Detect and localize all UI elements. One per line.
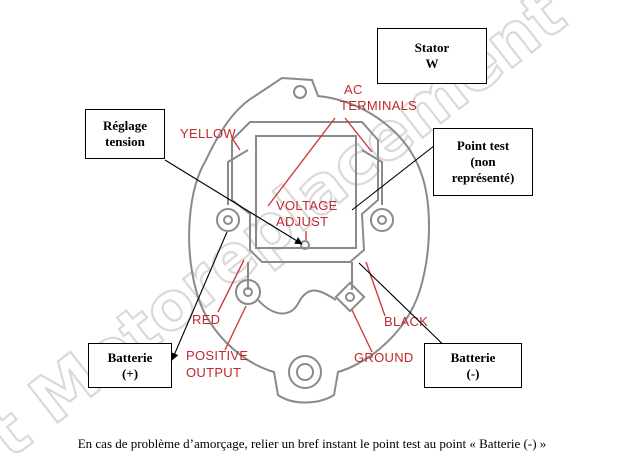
label-voltage-adjust-line2: ADJUST [276, 214, 328, 229]
point-test-box-line1: Point test [456, 138, 510, 153]
label-ground: GROUND [354, 350, 414, 365]
batterie-plus-line2: (+) [121, 365, 139, 381]
reglage-tension-box: Réglage tension [85, 109, 165, 159]
label-red: RED [192, 312, 220, 327]
arrow-ground-to-battery-minus [358, 262, 457, 358]
pointer-arrows [164, 134, 457, 361]
label-ac-terminals-line2: TERMINALS [340, 98, 417, 113]
label-leader-lines [217, 117, 386, 353]
batterie-minus-line1: Batterie [450, 349, 496, 365]
instruction-caption: En cas de problème d’amorçage, relier un… [77, 436, 547, 451]
arrow-positive-to-battery-plus [171, 231, 228, 361]
stator-box-line1: Stator [414, 40, 450, 55]
reglage-box-line2: tension [105, 134, 145, 149]
point-test-box-line2: (non [470, 154, 496, 169]
batterie-plus-line1: Batterie [107, 349, 153, 365]
point-test-box-line3: représenté) [451, 170, 515, 185]
alternator-body [188, 76, 430, 404]
stator-w-box: Stator W [377, 28, 487, 84]
batterie-minus-line2: (-) [466, 365, 480, 381]
label-ac-terminals-line1: AC [344, 82, 363, 97]
arrow-reglage-to-adjust [164, 159, 303, 245]
label-voltage-adjust-line1: VOLTAGE [276, 198, 338, 213]
batterie-minus-box: Batterie (-) [424, 343, 522, 388]
watermark-text: t Motoreplacement [0, 0, 581, 466]
arrow-to-point-test [351, 134, 449, 211]
label-black: BLACK [384, 314, 428, 329]
batterie-plus-box: Batterie (+) [88, 343, 172, 388]
stator-box-line2: W [425, 56, 439, 71]
label-yellow: YELLOW [180, 126, 236, 141]
label-positive-output-line1: POSITIVE [186, 348, 248, 363]
point-test-box: Point test (non représenté) [433, 128, 533, 196]
reglage-box-line1: Réglage [102, 118, 148, 133]
label-positive-output-line2: OUTPUT [186, 365, 241, 380]
